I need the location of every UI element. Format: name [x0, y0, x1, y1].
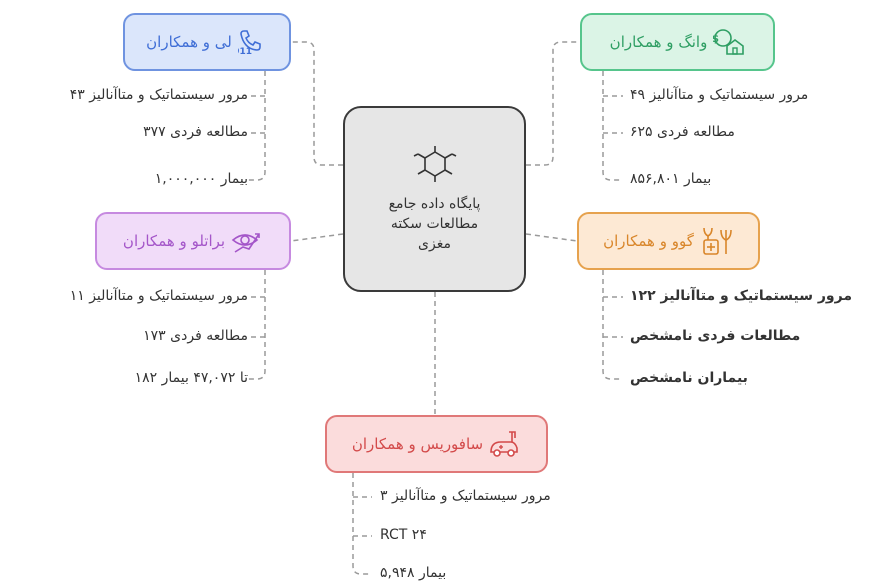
- phone-911-icon: 911: [238, 29, 268, 55]
- lee-item-3: بیمار ۱,۰۰۰,۰۰۰: [154, 171, 248, 187]
- node-lee-label: لی و همکاران: [146, 33, 232, 51]
- node-wang-label: وانگ و همکاران: [609, 33, 708, 51]
- wang-item-2: مطالعه فردی ۶۲۵: [630, 124, 735, 140]
- brattelo-item-2: مطالعه فردی ۱۷۳: [143, 328, 248, 344]
- svg-text:911: 911: [238, 47, 252, 55]
- center-title: پایگاه داده جامع مطالعات سکته مغزی: [388, 196, 481, 252]
- node-guo-label: گوو و همکاران: [603, 232, 694, 250]
- node-guo: گوو و همکاران: [577, 212, 760, 270]
- wang-item-3: بیمار ۸۵۶,۸۰۱: [630, 171, 712, 187]
- ambulance-icon: [489, 430, 521, 458]
- guo-item-2: مطالعات فردی نامشخص: [630, 328, 801, 344]
- brattelo-item-1: مرور سیستماتیک و متاآنالیز ۱۱: [69, 288, 248, 304]
- safavris-item-3: بیمار ۵,۹۴۸: [380, 565, 447, 581]
- wang-item-1: مرور سیستماتیک و متاآنالیز ۴۹: [630, 87, 809, 103]
- lee-item-2: مطالعه فردی ۳۷۷: [143, 124, 248, 140]
- guo-item-3: بیماران نامشخص: [630, 370, 748, 386]
- safavris-item-1: مرور سیستماتیک و متاآنالیز ۳: [380, 488, 551, 504]
- node-safavris: سافوریس و همکاران: [325, 415, 548, 473]
- lee-item-1: مرور سیستماتیک و متاآنالیز ۴۳: [69, 87, 248, 103]
- node-brattelo: براتلو و همکاران: [95, 212, 291, 270]
- safavris-item-2: RCT ۲۴: [380, 527, 427, 543]
- center-node: پایگاه داده جامع مطالعات سکته مغزی: [343, 106, 526, 292]
- svg-text:$: $: [713, 32, 719, 45]
- node-lee: 911 لی و همکاران: [123, 13, 291, 71]
- molecule-icon: [412, 144, 458, 188]
- eye-chart-icon: [231, 228, 263, 254]
- house-money-icon: $: [713, 28, 745, 56]
- node-wang: $ وانگ و همکاران: [580, 13, 775, 71]
- node-brattelo-label: براتلو و همکاران: [122, 232, 226, 250]
- brattelo-item-3: تا ۴۷,۰۷۲ بیمار ۱۸۲: [134, 370, 248, 386]
- health-plant-icon: [700, 226, 734, 256]
- guo-item-1: مرور سیستماتیک و متاآنالیز ۱۲۲: [630, 288, 853, 304]
- node-safavris-label: سافوریس و همکاران: [351, 435, 484, 453]
